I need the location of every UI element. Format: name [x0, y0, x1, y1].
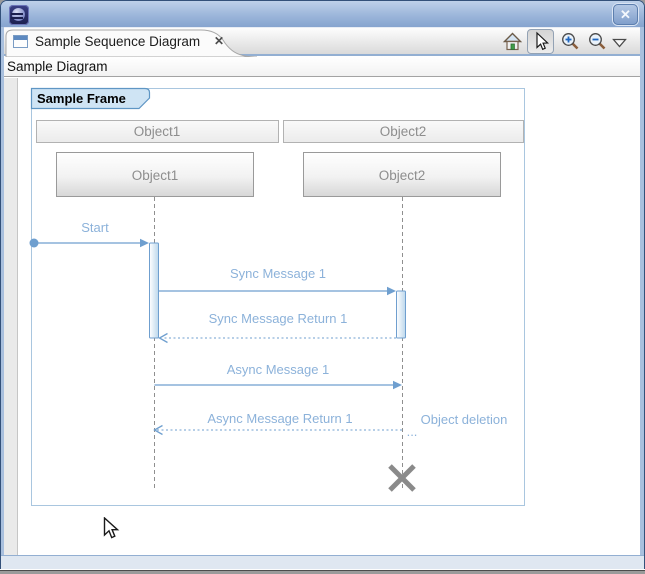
zoom-out-button[interactable] [587, 31, 608, 52]
bottom-highlight-line [0, 569, 645, 570]
lifeline-header-object2[interactable] [283, 120, 524, 143]
home-button[interactable] [502, 31, 523, 52]
found-message-circle[interactable] [29, 238, 39, 248]
lifeline-header-label[interactable]: Object1 [134, 124, 181, 139]
tab-sample-sequence-diagram[interactable]: Sample Sequence Diagram ✕ [5, 29, 263, 57]
object-box-object1[interactable] [56, 152, 254, 197]
diagram-canvas[interactable]: Sample Frame Object1 Object2 Object1 Obj… [19, 78, 640, 556]
view-menu-button[interactable] [612, 35, 633, 56]
left-trim-bar [4, 78, 18, 556]
frame-label[interactable]: Sample Frame [37, 91, 126, 106]
object-box-object2[interactable] [303, 152, 501, 197]
lifeline-header-object1[interactable] [36, 120, 279, 143]
lifeline-header-label[interactable]: Object2 [380, 124, 427, 139]
object-deletion-ellipsis[interactable]: ... [407, 424, 418, 439]
arrowhead-icon [387, 286, 396, 296]
message-label[interactable]: Async Message 1 [227, 362, 330, 377]
arrowhead-icon [140, 238, 149, 248]
eclipse-logo-icon [9, 5, 29, 25]
bottom-trim-line [1, 555, 644, 556]
diagram-name-header: Sample Diagram [4, 57, 640, 77]
select-tool-button[interactable] [527, 29, 554, 54]
zoom-in-button[interactable] [560, 31, 581, 52]
deletion-cross-icon[interactable] [388, 464, 416, 492]
activation-bar-object1[interactable] [149, 242, 159, 339]
arrowhead-icon [393, 380, 402, 390]
frame-label-pentagon[interactable] [30, 87, 151, 110]
tab-shape [5, 29, 258, 57]
cursor-arrow-icon [536, 31, 550, 51]
editor-tabstrip: Sample Sequence Diagram ✕ [4, 27, 640, 57]
dropdown-triangle-icon [612, 38, 627, 48]
message-label[interactable]: Sync Message Return 1 [209, 311, 348, 326]
editor-window-icon [13, 35, 28, 48]
open-arrowhead-icon [158, 332, 168, 344]
object-deletion-label[interactable]: Object deletion [421, 412, 508, 427]
open-arrowhead-icon [153, 424, 163, 436]
message-label[interactable]: Start [81, 220, 109, 235]
sequence-frame[interactable] [31, 88, 525, 506]
bottom-trim-band [1, 556, 644, 569]
object-box-label[interactable]: Object2 [379, 168, 426, 183]
bottom-window-edge [0, 571, 645, 574]
zoom-in-icon [562, 33, 579, 50]
window-titlebar[interactable]: ✕ [1, 1, 644, 27]
bottom-dark-line [0, 570, 645, 571]
window-close-button[interactable]: ✕ [613, 4, 638, 25]
mouse-cursor-icon [103, 516, 121, 546]
home-icon [502, 32, 523, 51]
tab-close-icon[interactable]: ✕ [213, 34, 225, 48]
selected-tab-underline [4, 54, 640, 56]
message-label[interactable]: Sync Message 1 [230, 266, 326, 281]
zoom-out-icon [589, 33, 606, 50]
view-content: Sample Sequence Diagram ✕ [4, 27, 640, 556]
activation-bar-object2[interactable] [396, 290, 406, 339]
object-box-label[interactable]: Object1 [132, 168, 179, 183]
message-label[interactable]: Async Message Return 1 [207, 411, 352, 426]
tab-title: Sample Sequence Diagram [35, 34, 201, 49]
